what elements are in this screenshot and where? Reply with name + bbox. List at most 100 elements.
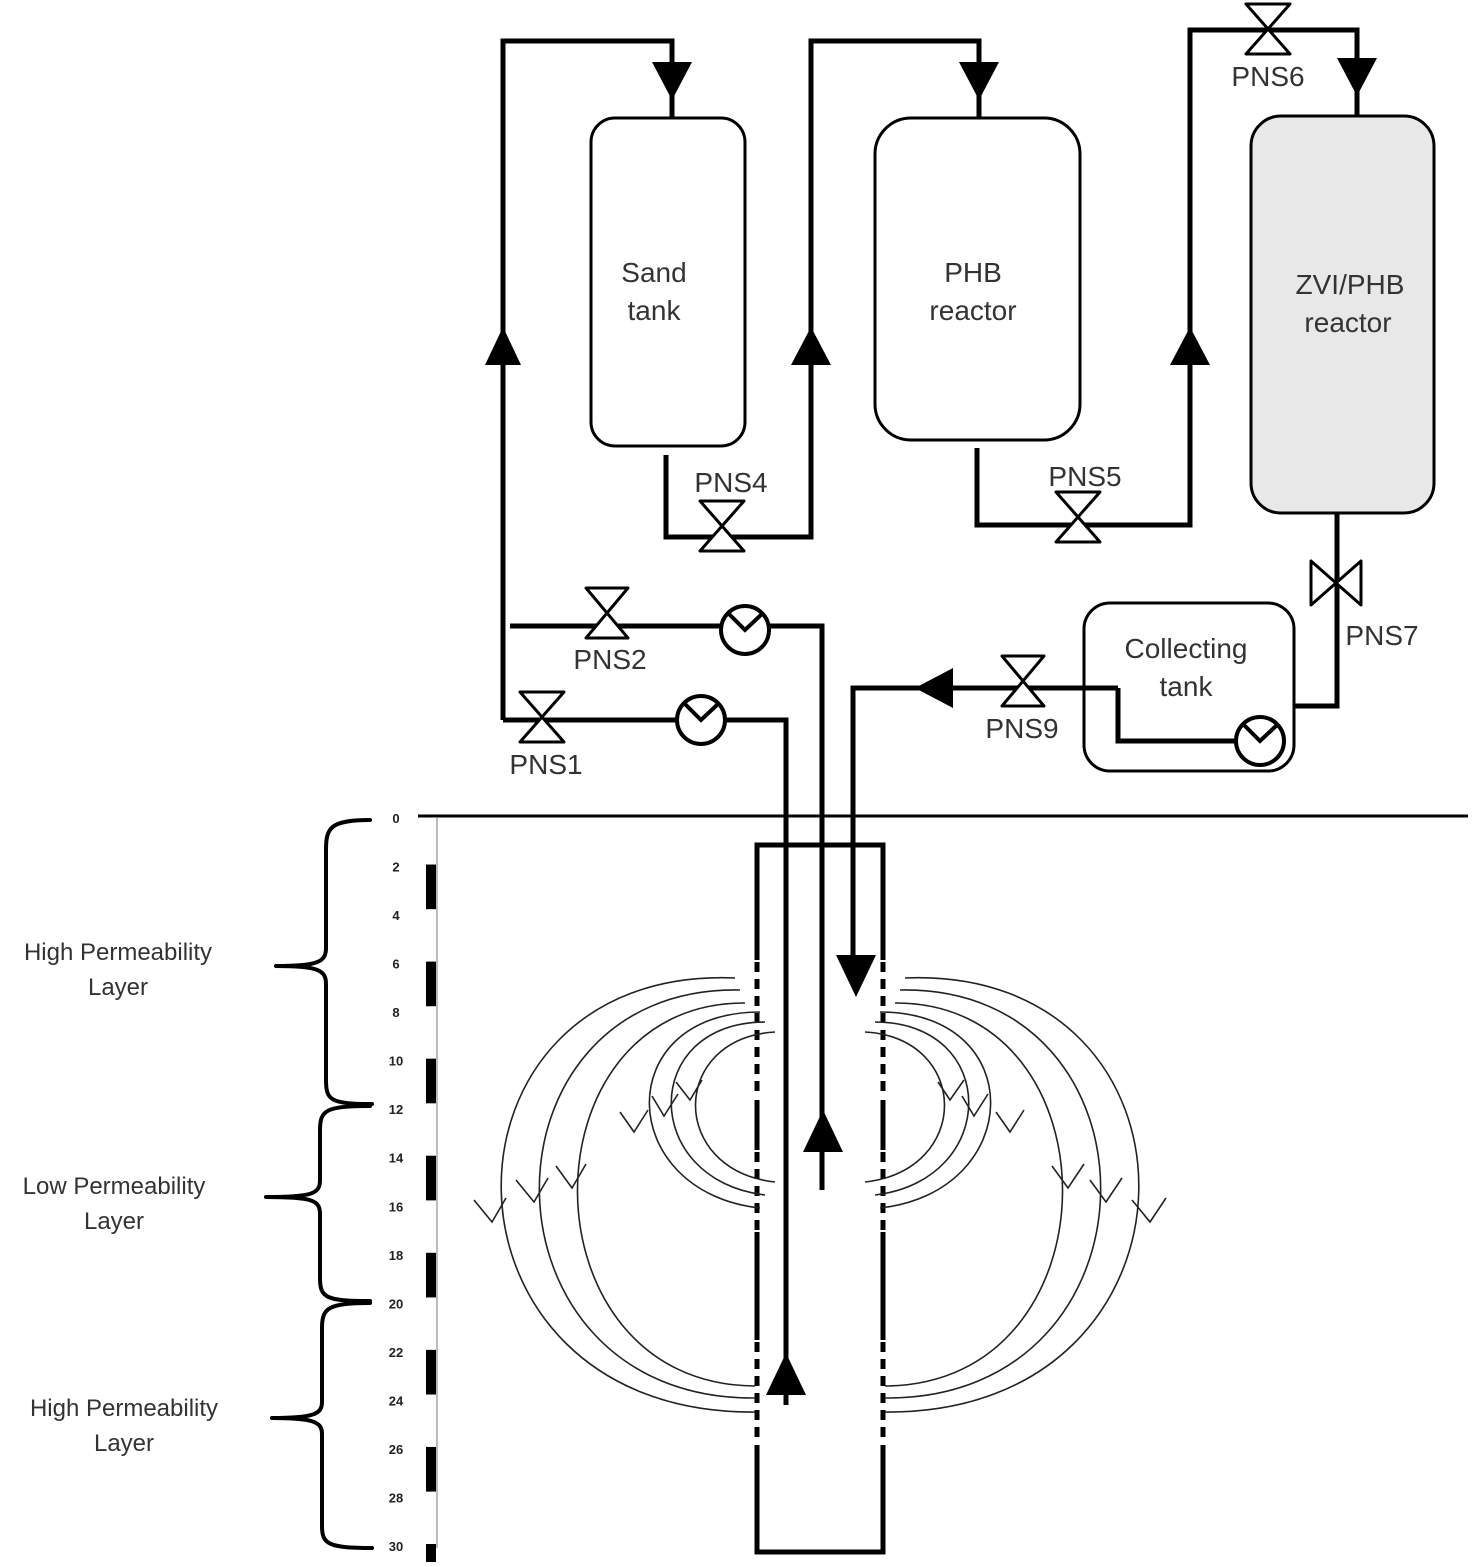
pipe-sand-to-phb [663,38,982,540]
depth-scale-bar [426,1155,436,1201]
flow-left-4 [648,1011,761,1209]
depth-tick-label: 6 [392,957,399,972]
depth-scale-bar [426,864,436,910]
flow-left-1 [500,977,756,1413]
flow-right-2 [884,989,1102,1399]
flow-right-1 [884,977,1140,1413]
pumps [675,604,1286,767]
valve-pns2[interactable] [584,586,630,640]
zvi-phb-reactor-label-2: reactor [1304,307,1391,338]
valve-label-pns9: PNS9 [985,713,1058,744]
well-top [754,842,886,960]
pipe-zvi-to-collecting [1294,513,1340,709]
flow-right-4 [879,1011,992,1209]
sand-tank [589,116,747,448]
brace-middle [264,1104,372,1303]
arrow-down-zvi [1337,58,1377,96]
depth-tick-label: 10 [389,1054,403,1069]
valve-pns4[interactable] [698,499,746,553]
layer-label-top-1: High Permeability [24,939,212,966]
pipe-pump1-to-well [724,717,789,1405]
well-screens [754,962,886,1443]
depth-tick-label: 20 [389,1296,403,1311]
sand-tank-label-1: Sand [621,257,686,288]
valve-pns6[interactable] [1244,2,1292,56]
arrow-down-phb [959,62,999,100]
pump-collecting[interactable] [1234,715,1286,767]
depth-tick-label: 2 [392,860,399,875]
arrow-up-feed [485,327,521,365]
depth-tick-label: 26 [389,1442,403,1457]
flow-right-3 [884,1002,1064,1387]
depth-tick-label: 24 [389,1393,404,1408]
valves [518,2,1363,744]
phb-reactor-label-2: reactor [929,295,1016,326]
layer-label-middle-1: Low Permeability [23,1173,206,1200]
pipe-collecting-internal [1115,688,1240,744]
layer-label-top-2: Layer [88,974,148,1001]
arrow-down-sand [652,62,692,100]
sand-tank-label-2: tank [628,295,682,326]
arrow-left-collecting [915,668,953,708]
flow-left-3 [576,1002,756,1387]
flow-right-6 [864,1031,946,1183]
arrow-up-well-middle [803,1110,843,1152]
valve-label-pns1: PNS1 [509,749,582,780]
pipe-phb-to-zvi [974,27,1360,528]
flow-line-arrowheads [473,1079,1167,1224]
depth-tick-label: 22 [389,1345,403,1360]
well-bottom [754,1445,886,1555]
flow-right-5 [874,1021,970,1196]
zvi-phb-reactor-label-1: ZVI/PHB [1296,269,1405,300]
flow-left-6 [694,1031,776,1183]
zvi-phb-reactor [1249,114,1436,515]
collecting-tank-label-1: Collecting [1125,633,1248,664]
pump-1[interactable] [675,694,727,746]
flow-left-5 [670,1021,766,1196]
well-casing [754,842,886,1555]
brace-bottom [270,1301,374,1550]
arrow-up-phb-out [1170,327,1210,365]
flow-left-2 [538,989,756,1399]
depth-tick-label: 8 [392,1005,399,1020]
depth-scale-bar [426,1349,436,1395]
depth-scale-bars [426,864,436,1567]
brace-top [274,818,374,1106]
valve-pns5[interactable] [1054,490,1102,544]
depth-tick-label: 30 [389,1539,403,1554]
valve-label-pns4: PNS4 [694,467,767,498]
pipe-pump2-to-well [768,623,825,1190]
phb-reactor-label-1: PHB [944,257,1002,288]
pump-2[interactable] [719,604,771,656]
valve-pns1[interactable] [518,690,566,744]
layer-braces [264,818,374,1550]
valve-pns7[interactable] [1309,559,1363,607]
arrow-up-well-bottom [766,1353,806,1395]
depth-tick-label: 16 [389,1199,403,1214]
layer-label-bottom-2: Layer [94,1430,154,1457]
valve-label-pns6: PNS6 [1231,61,1304,92]
depth-tick-label: 12 [389,1102,403,1117]
valve-pns9[interactable] [1000,654,1046,708]
layer-label-middle-2: Layer [84,1208,144,1235]
collecting-tank-label-2: tank [1160,671,1214,702]
valve-label-pns7: PNS7 [1345,620,1418,651]
depth-scale-bar [426,961,436,1007]
arrow-down-well [836,955,876,997]
depth-tick-label: 14 [389,1151,404,1166]
depth-scale-bar [426,1058,436,1104]
depth-scale-bar [426,1446,436,1492]
depth-scale-bar [426,1252,436,1298]
valve-label-pns5: PNS5 [1048,461,1121,492]
layer-label-bottom-1: High Permeability [30,1395,218,1422]
depth-tick-label: 28 [389,1490,403,1505]
depth-tick-label: 18 [389,1248,403,1263]
depth-scale-bar [426,1544,436,1567]
arrow-up-sand-out [791,327,831,365]
depth-tick-label: 0 [392,811,399,826]
flow-arrows [485,58,1377,1395]
